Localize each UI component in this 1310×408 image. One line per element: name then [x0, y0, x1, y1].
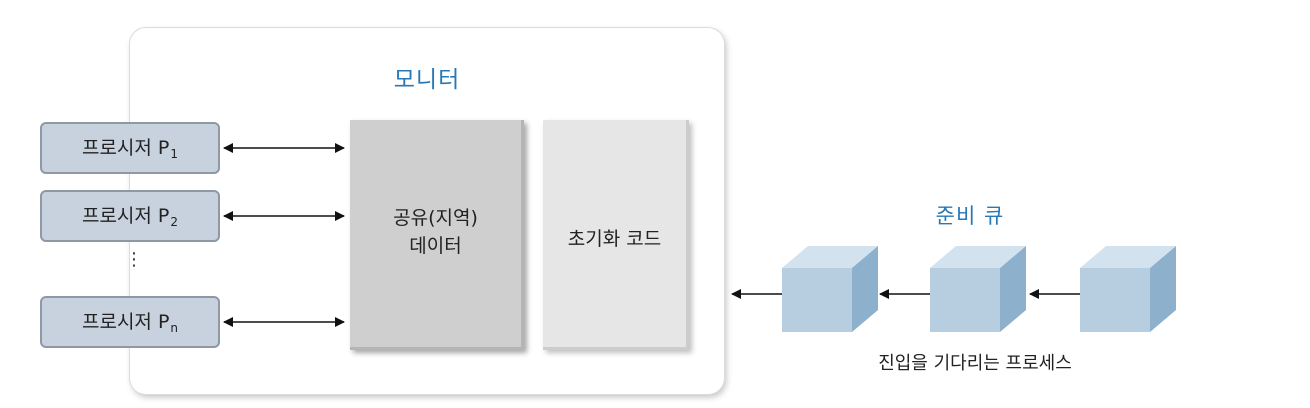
waiting-processes-caption: 진입을 기다리는 프로세스 [878, 353, 1072, 374]
queue-process-cube-1 [782, 246, 878, 332]
procedure-p1-box: 프로시저 P1 [40, 122, 220, 174]
procedure-pn-subscript: n [170, 321, 179, 335]
queue-process-cube-2 [930, 246, 1026, 332]
shared-data-block: 공유(지역) 데이터 [350, 120, 524, 350]
procedure-p1-subscript: 1 [170, 147, 179, 161]
ellipsis-dots: ⋮ [125, 249, 143, 270]
procedure-pn-box: 프로시저 Pn [40, 296, 220, 348]
shared-data-label: 공유(지역) 데이터 [350, 204, 521, 260]
procedure-p2-label: 프로시저 P [81, 205, 170, 227]
procedure-p2-box: 프로시저 P2 [40, 190, 220, 242]
procedure-pn-label: 프로시저 P [81, 311, 170, 333]
shared-data-line1: 공유(지역) [393, 207, 478, 229]
procedure-p2-subscript: 2 [170, 215, 179, 229]
monitor-title: 모니터 [393, 67, 461, 93]
init-code-label: 초기화 코드 [567, 228, 662, 250]
procedure-p1-label: 프로시저 P [81, 137, 170, 159]
shared-data-line2: 데이터 [409, 235, 462, 257]
ready-queue-title: 준비 큐 [935, 204, 1005, 228]
init-code-block: 초기화 코드 [543, 120, 689, 350]
queue-process-cube-3 [1080, 246, 1176, 332]
